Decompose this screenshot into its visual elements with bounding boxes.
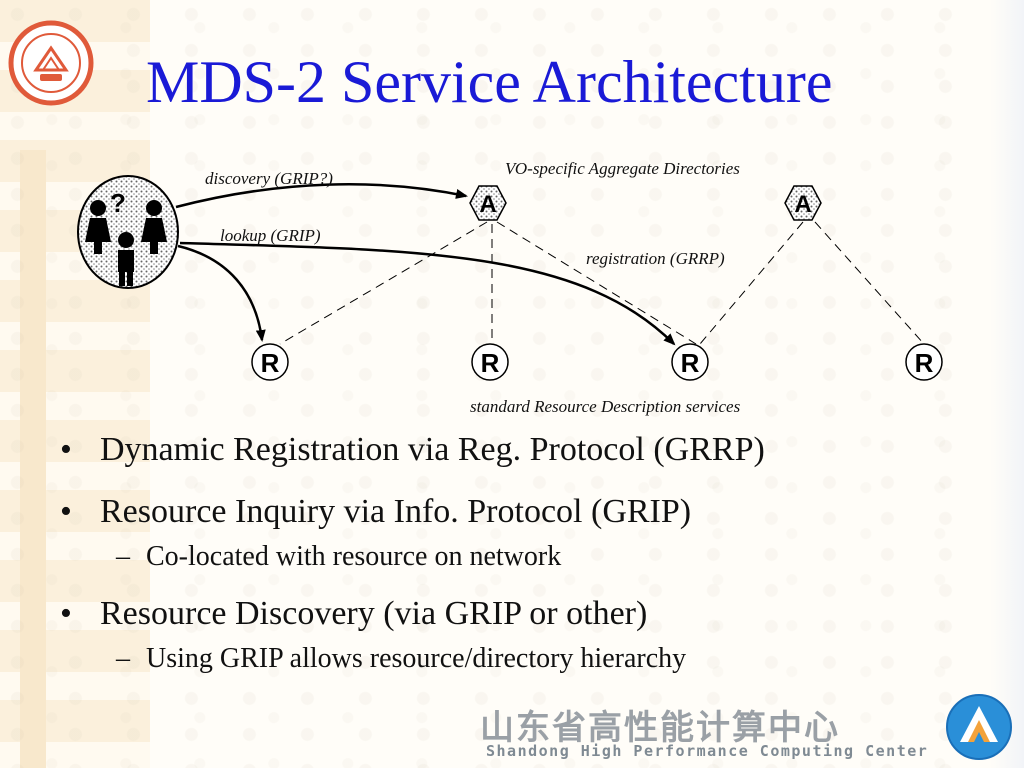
sub-bullet-marker: – [116,541,130,572]
label-discovery: discovery (GRIP?) [205,169,333,188]
bullet-text: Resource Inquiry via Info. Protocol (GRI… [100,493,692,530]
user-question-mark: ? [110,188,126,218]
sub-bullet-text: Using GRIP allows resource/directory hie… [146,643,687,674]
sub-bullet-item: – Using GRIP allows resource/directory h… [60,642,960,676]
bullet-text: Resource Discovery (via GRIP or other) [100,595,648,632]
bullet-item: • Dynamic Registration via Reg. Protocol… [60,430,960,470]
bullet-item: • Resource Inquiry via Info. Protocol (G… [60,492,960,532]
bullet-list: • Dynamic Registration via Reg. Protocol… [60,430,960,696]
footer-branding: 山东省高性能计算中心 Shandong High Performance Com… [480,700,950,762]
sub-bullet-marker: – [116,643,130,674]
university-seal-icon [8,20,94,106]
sub-bullet-item: – Co-located with resource on network [60,540,960,574]
resource-node: R [671,343,709,381]
protocol-arrows [175,183,676,346]
lookup-arrow-long [179,241,676,346]
hpc-center-logo-icon [946,694,1012,760]
background-right-edge [990,0,1024,768]
bullet-marker: • [60,493,72,530]
svg-text:A: A [479,191,496,218]
slide-title: MDS-2 Service Architecture [146,49,833,115]
bullet-marker: • [60,431,72,468]
resource-node: R [905,343,943,381]
svg-text:R: R [681,348,700,378]
users-group-icon [77,175,179,289]
registration-links [279,221,925,345]
bullet-item: • Resource Discovery (via GRIP or other) [60,594,960,634]
label-resource-services: standard Resource Description services [470,397,741,416]
svg-text:A: A [794,191,811,218]
label-lookup: lookup (GRIP) [220,226,321,245]
bullet-text: Dynamic Registration via Reg. Protocol (… [100,431,765,468]
directory-node: A [784,185,822,221]
footer-name-en: Shandong High Performance Computing Cent… [486,742,929,760]
svg-text:R: R [915,348,934,378]
directory-node: A [469,185,507,221]
label-registration: registration (GRRP) [586,249,725,268]
svg-text:R: R [481,348,500,378]
label-aggregate-directories: VO-specific Aggregate Directories [505,159,740,178]
resource-node: R [251,343,289,381]
background-bar [20,150,46,768]
lookup-arrow-short [177,244,266,342]
discovery-arrow [175,183,468,209]
footer-name-cn: 山东省高性能计算中心 [480,708,840,748]
architecture-diagram: ? A A R R R R [77,175,943,381]
sub-bullet-text: Co-located with resource on network [146,541,562,572]
bullet-marker: • [60,595,72,632]
svg-text:R: R [261,348,280,378]
resource-node: R [471,343,509,381]
